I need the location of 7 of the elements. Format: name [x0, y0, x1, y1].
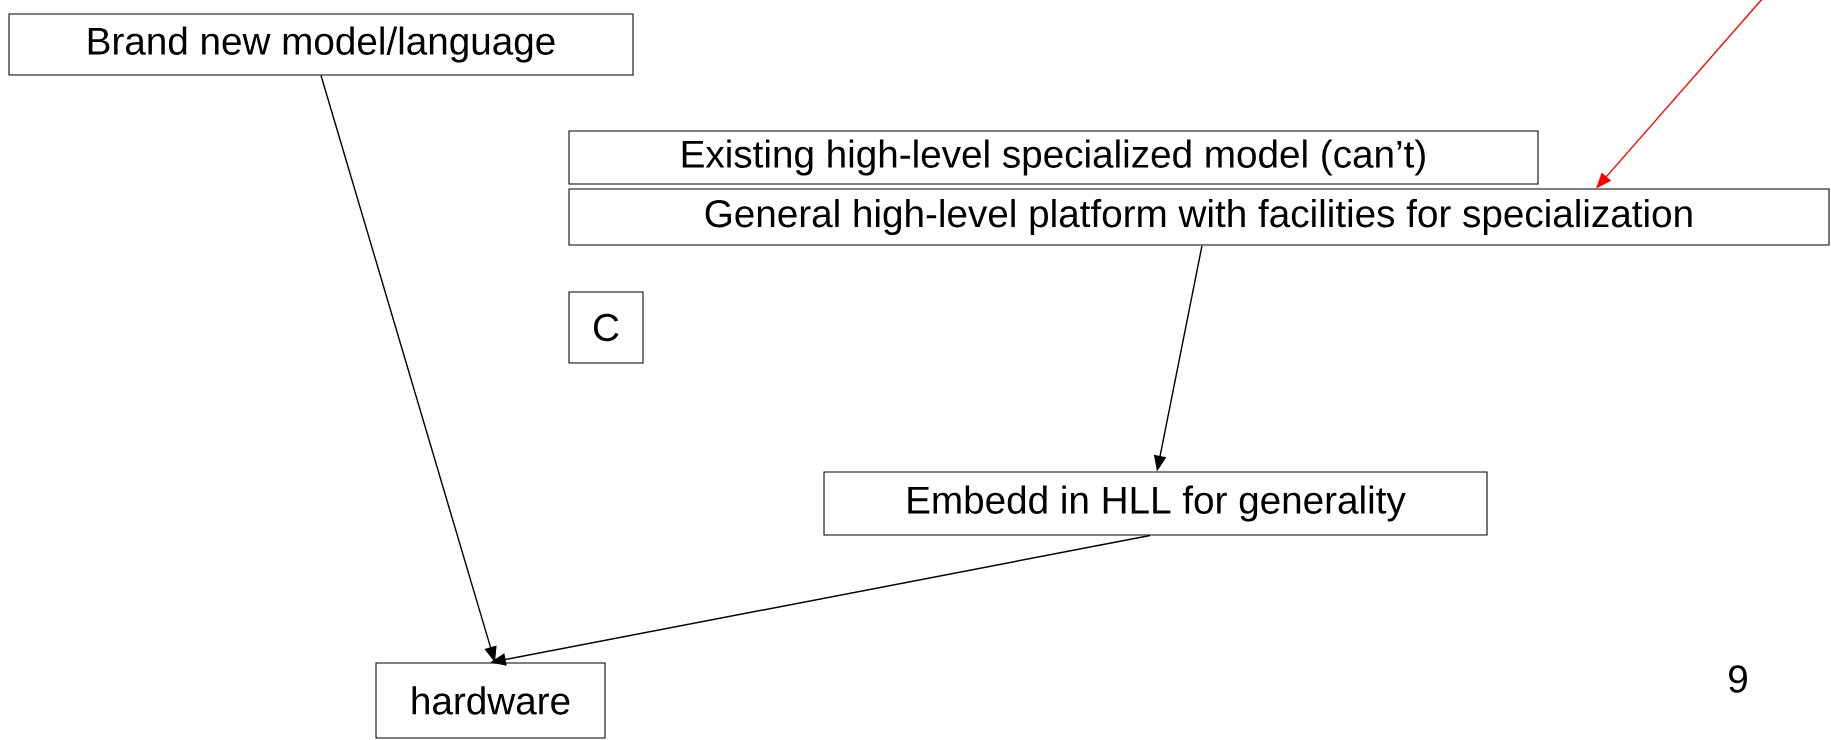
- page-number: 9: [1729, 665, 1747, 693]
- text-box: hardware: [375, 662, 606, 739]
- text-box: C: [568, 291, 644, 364]
- text-box: Embedd in HLL for generality: [823, 471, 1488, 536]
- text-box: Existing high-level specialized model (can’t): [568, 130, 1539, 185]
- text-box: General high-level platform with facilities for specialization: [568, 188, 1830, 246]
- text-box: Brand new model/language: [8, 13, 634, 76]
